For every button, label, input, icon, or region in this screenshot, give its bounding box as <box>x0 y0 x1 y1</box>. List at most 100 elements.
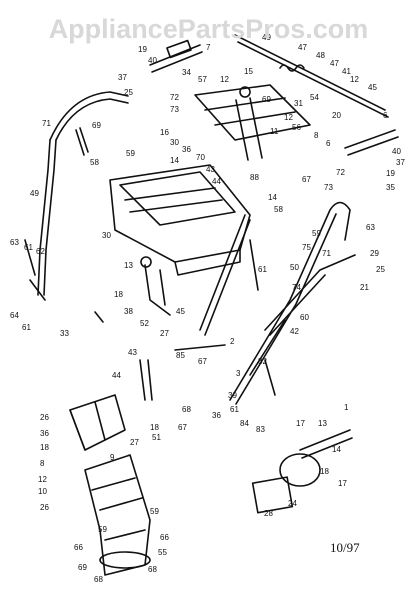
light-lens <box>279 453 321 487</box>
callout-69b: 69 <box>262 95 271 104</box>
callout-18d: 18 <box>320 467 329 476</box>
callout-39: 39 <box>228 391 237 400</box>
callout-57: 57 <box>198 75 207 84</box>
callout-41: 41 <box>342 67 351 76</box>
callout-75: 75 <box>302 243 311 252</box>
callout-61: 61 <box>24 243 33 252</box>
callout-1: 1 <box>344 403 349 412</box>
part-callouts: 19 7 40 37 34 25 57 12 72 73 71 69 58 59… <box>10 33 405 584</box>
control-grip <box>166 39 192 59</box>
callout-45: 45 <box>176 307 185 316</box>
panel-ribs <box>204 97 296 126</box>
callout-43b: 43 <box>128 348 137 357</box>
callout-68c: 68 <box>148 565 157 574</box>
callout-26: 26 <box>40 413 49 422</box>
center-rod <box>199 214 251 336</box>
lower-bolt <box>264 359 276 396</box>
callout-35: 35 <box>386 183 395 192</box>
callout-50: 50 <box>290 263 299 272</box>
right-handle-strut <box>249 319 286 376</box>
callout-11: 11 <box>270 127 279 136</box>
callout-67c: 67 <box>178 423 187 432</box>
callout-61d: 61 <box>230 405 239 414</box>
callout-71b: 71 <box>322 249 331 258</box>
callout-47b: 47 <box>330 59 339 68</box>
callout-59b: 59 <box>312 229 321 238</box>
callout-66: 66 <box>74 543 83 552</box>
callout-59d: 59 <box>150 507 159 516</box>
callout-14: 14 <box>170 156 179 165</box>
callout-55: 55 <box>158 548 167 557</box>
housing-top <box>119 171 236 226</box>
callout-18: 18 <box>114 290 123 299</box>
callout-62: 62 <box>36 247 45 256</box>
side-bolt <box>249 239 259 291</box>
callout-85: 85 <box>176 351 185 360</box>
callout-44: 44 <box>212 177 221 186</box>
callout-17b: 17 <box>338 479 347 488</box>
rod-spring <box>279 64 305 72</box>
callout-73b: 73 <box>324 183 333 192</box>
callout-54: 54 <box>310 93 319 102</box>
chute-deflector <box>69 394 126 451</box>
callout-74: 74 <box>292 283 301 292</box>
callout-43: 43 <box>206 165 215 174</box>
callout-83: 83 <box>256 425 265 434</box>
callout-44b: 44 <box>112 371 121 380</box>
callout-56: 56 <box>292 123 301 132</box>
callout-40b: 40 <box>392 147 401 156</box>
callout-58b: 58 <box>274 205 283 214</box>
callout-68: 68 <box>182 405 191 414</box>
light-bracket <box>299 429 353 459</box>
watermark-text: AppliancePartsPros.com <box>48 14 369 44</box>
callout-36d: 36 <box>40 429 49 438</box>
callout-61c: 61 <box>258 265 267 274</box>
callout-48: 48 <box>316 51 325 60</box>
upper-control-bar <box>149 44 203 73</box>
callout-68b: 68 <box>94 575 103 584</box>
right-handle-rail-inner <box>235 213 337 405</box>
callout-6b: 6 <box>383 111 388 120</box>
callout-30b: 30 <box>102 231 111 240</box>
left-handle-grip <box>49 91 129 141</box>
callout-40: 40 <box>148 56 157 65</box>
callout-37: 37 <box>118 73 127 82</box>
callout-10: 10 <box>38 487 47 496</box>
callout-12d: 12 <box>38 475 47 484</box>
callout-13b: 13 <box>318 419 327 428</box>
callout-30: 30 <box>170 138 179 147</box>
callout-49b: 49 <box>30 189 39 198</box>
callout-25: 25 <box>124 88 133 97</box>
callout-24: 24 <box>288 499 297 508</box>
callout-33: 33 <box>60 329 69 338</box>
housing-bottom <box>174 249 241 276</box>
chute-crank <box>139 359 153 401</box>
housing-ribs <box>124 187 223 213</box>
callout-26b: 26 <box>40 503 49 512</box>
shift-rod <box>235 97 263 161</box>
linkage-rod <box>144 264 171 316</box>
left-handle-grip-inner <box>55 98 129 141</box>
callout-38: 38 <box>124 307 133 316</box>
callout-18c: 18 <box>150 423 159 432</box>
callout-52: 52 <box>140 319 149 328</box>
callout-51: 51 <box>152 433 161 442</box>
callout-34: 34 <box>182 68 191 77</box>
callout-59c: 59 <box>98 525 107 534</box>
callout-59: 59 <box>126 149 135 158</box>
callout-71: 71 <box>42 119 51 128</box>
callout-21: 21 <box>360 283 369 292</box>
callout-3: 3 <box>236 369 241 378</box>
callout-17: 17 <box>296 419 305 428</box>
callout-70: 70 <box>196 153 205 162</box>
callout-8: 8 <box>314 131 319 140</box>
callout-9: 9 <box>110 453 115 462</box>
callout-58: 58 <box>90 158 99 167</box>
callout-67b: 67 <box>198 357 207 366</box>
discharge-chute <box>84 454 151 576</box>
callout-72b: 72 <box>336 168 345 177</box>
callout-73: 73 <box>170 105 179 114</box>
callout-46: 45 <box>368 83 377 92</box>
callout-12: 12 <box>220 75 229 84</box>
